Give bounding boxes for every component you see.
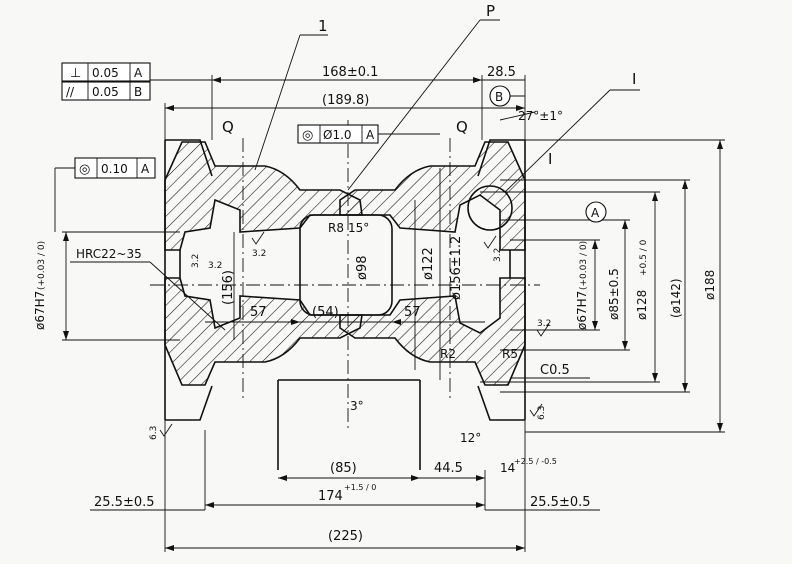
datum-a-circle [585,201,607,223]
callout-p: P [486,2,495,20]
roughness-marks: 3.2 3.2 3.2 3.2 3.2 6.3 6.3 [149,231,551,440]
detail-circle [467,185,513,231]
c05-label: C0.5 [540,363,570,378]
dim-189-8: (189.8) [322,93,369,108]
gdt-coax-left-frame: ◎ 0.10 A [74,157,156,179]
interior-dimensions [205,168,485,380]
dim-67-left: ø67H7 [33,291,47,330]
parallel-symbol: // [66,85,75,99]
dim-85-paren: (85) [330,461,357,476]
dim-67-right: ø67H7 [575,291,589,330]
coax-left-datum: A [141,162,150,176]
datum-b-circle [489,85,511,107]
deg15-label: 15° [348,221,369,235]
gdt-coax-top-frame: ◎ Ø1.0 A [297,124,379,144]
callout-q-right: Q [456,118,468,136]
roughness-32-a: 3.2 [252,249,266,259]
coax-top-datum: A [366,128,375,142]
hub-lower [277,379,421,470]
parallel-datum: B [134,85,142,99]
dim-98: ø98 [355,256,370,281]
left-flange-outline [164,139,213,421]
center-bore [299,214,393,316]
bottom-dimensions [90,420,600,552]
dim-25-right: 25.5±0.5 [530,495,591,510]
dim-57-left: 57 [250,305,267,320]
perp-value: 0.05 [92,66,119,80]
perp-symbol: ⊥ [70,66,81,81]
deg3-label: 3° [350,399,364,413]
r2-label: R2 [440,347,456,361]
dim-128-tol: +0.5 / 0 [639,239,649,276]
coax-left-symbol: ◎ [79,162,90,177]
dim-188: ø188 [703,270,717,300]
dim-14: 14 [500,461,515,475]
callout-i-lower: I [548,150,552,168]
dim-67-left-tol: (+0.03 / 0) [37,241,47,290]
parallel-value: 0.05 [92,85,119,99]
dim-54: (54) [312,305,339,320]
datum-a-label: A [591,206,600,220]
roughness-63-right: 6.3 [537,406,547,420]
dim-28-5: 28.5 [487,65,516,80]
dim-67-right-tol: (+0.03 / 0) [579,241,589,290]
dim-156-paren: (156) [221,270,236,305]
dim-168: 168±0.1 [322,65,378,80]
dim-156: ø156±1.2 [449,236,464,300]
callout-q-left: Q [222,118,234,136]
dim-27deg: 27°±1° [518,109,563,123]
perp-datum: A [134,66,143,80]
dim-128: ø128 [635,290,649,320]
callout-1: 1 [318,17,328,35]
gdt-parallel-frame: // 0.05 B [61,81,151,101]
top-dimensions [164,75,526,140]
coax-top-symbol: ◎ [302,128,313,143]
roughness-63-left: 6.3 [149,426,159,440]
roughness-32-d: 3.2 [191,254,201,268]
datum-b-label: B [495,90,503,104]
gdt-perp-frame: ⊥ 0.05 A [61,62,151,82]
roughness-32-c: 3.2 [537,319,551,329]
dim-174-tol: +1.5 / 0 [344,483,376,492]
dim-142: (ø142) [669,278,683,318]
hrc-note: HRC22~35 [76,247,142,261]
upper-section-hatch [164,141,526,251]
dim-44-5: 44.5 [434,461,463,476]
callout-i-upper: I [632,70,636,88]
coax-left-value: 0.10 [101,162,128,176]
roughness-32-e: 3.2 [208,261,222,271]
deg12-label: 12° [460,431,481,445]
dim-14-tol: +2.5 / -0.5 [514,457,557,466]
dim-85: ø85±0.5 [607,268,621,320]
dim-174: 174 [318,489,343,504]
dim-122: ø122 [421,247,436,280]
lower-section-hatch [164,277,526,386]
dim-57-right: 57 [404,305,421,320]
roughness-32-b: 3.2 [493,248,503,262]
bore-step [179,250,511,278]
r8-label: R8 [328,221,344,235]
r5-label: R5 [502,347,518,361]
left-bore-dimension [62,231,180,341]
right-flange-outline [477,139,526,421]
dim-225: (225) [328,529,363,544]
coax-top-value: Ø1.0 [323,128,352,142]
dim-25-left: 25.5±0.5 [94,495,155,510]
